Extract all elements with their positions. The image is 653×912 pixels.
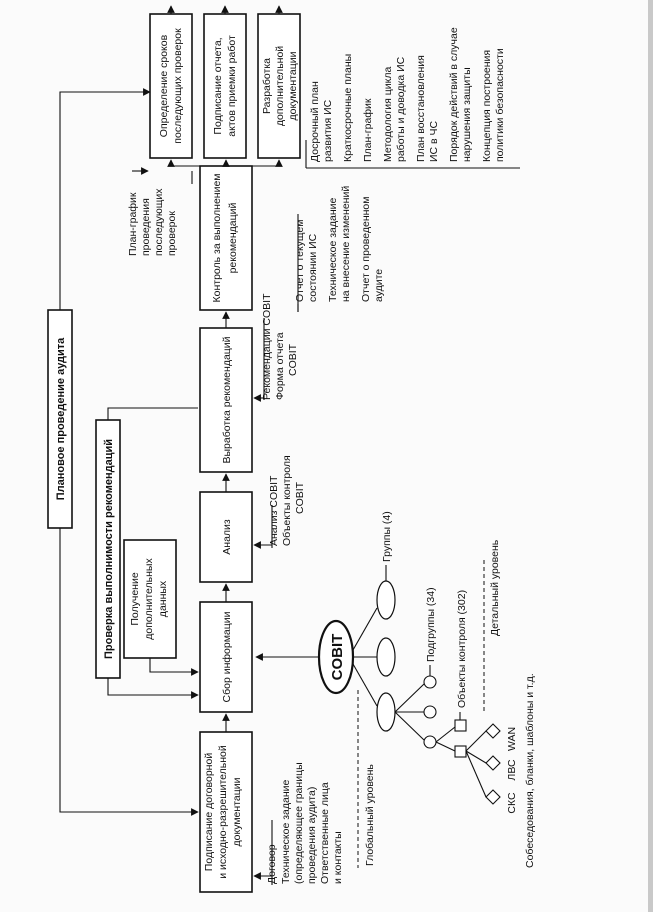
planned-audit-title: Плановое проведение аудита (55, 337, 67, 500)
report-box (203, 13, 247, 159)
signing-input-1: Договор (266, 844, 278, 884)
signing-box (199, 731, 253, 893)
subgroup-circle-1 (423, 675, 437, 689)
extra-doc-8: ИС в ЧС (428, 120, 440, 162)
detail-diamond-2 (485, 755, 501, 771)
groups-label: Группы (4) (381, 511, 393, 562)
signing-input-3: (определяющее границы (293, 762, 305, 884)
schedule-input-1: План-график (127, 192, 139, 256)
control-input-5: Отчет о проведенном (360, 197, 372, 302)
signing-line-2: и исходно-разрешительной (217, 745, 229, 879)
control-input-1: Отчет о текущем (294, 220, 306, 303)
subgroup-circle-3 (423, 735, 437, 749)
analysis-input-2: Объекты контроля (281, 455, 293, 546)
extra-doc-1: Досрочный план (309, 81, 321, 162)
signing-line-3: документации (231, 777, 243, 846)
subgroup-circle-2 (423, 705, 437, 719)
group-ellipse-3 (376, 692, 396, 732)
signing-input-4: проведения аудита) (306, 787, 318, 884)
interviews-label: Собеседования, бланки, шаблоны и т.д. (524, 673, 536, 868)
extra-doc-5: Методология цикла (382, 67, 394, 162)
subgroups-label: Подгруппы (34) (425, 587, 437, 662)
detail-level-label: Детальный уровень (489, 539, 501, 636)
control-input-2: состоянии ИС (307, 233, 319, 302)
planned-audit-box (47, 309, 73, 529)
check-recommendations-box (95, 419, 121, 679)
detail-diamond-1 (485, 723, 501, 739)
cobit-hierarchy: COBIT Группы (4) Подгруппы (34) Объекты … (317, 511, 536, 868)
control-line-1: Контроль за выполнением (211, 173, 223, 302)
collect-info-label: Сбор информации (221, 611, 233, 702)
schedule-input-2: проведения (140, 198, 152, 256)
signing-line-1: Подписание договорной (203, 753, 215, 872)
control-input-6: аудите (373, 269, 385, 302)
analysis-input-1: Анализ COBIT (268, 475, 280, 546)
deadlines-line-2: последующих проверок (172, 28, 184, 144)
report-line-1: Подписание отчета, (212, 37, 224, 134)
control-box (199, 165, 253, 311)
extra-doc-9: Порядок действий в случае (448, 27, 460, 162)
lvs-label: ЛВС (506, 759, 518, 781)
extra-doc-4: План-график (362, 98, 374, 162)
signing-inputs: Договор Техническое задание (определяюще… (266, 762, 344, 885)
extra-docs-box (257, 13, 301, 159)
control-inputs: Отчет о текущем состоянии ИС Техническое… (294, 186, 385, 312)
extra-docs-line-1: Разработка (261, 58, 273, 114)
object-square-1 (454, 719, 467, 732)
deadlines-line-1: Определение сроков (158, 34, 170, 137)
signing-input-5: Ответственные лица (319, 782, 331, 884)
extra-doc-6: работы и доводка ИС (395, 56, 407, 162)
extra-doc-11: Концепция построения (481, 50, 493, 162)
develop-inputs: Рекомендации COBIT Форма отчета COBIT (261, 293, 299, 400)
extra-docs-line-2: дополнительной (274, 46, 286, 126)
schedule-input-3: последующих (153, 188, 165, 256)
flow-arrows (59, 5, 318, 880)
control-input-3: Техническое задание (327, 198, 339, 302)
extra-doc-7: План восстановления (415, 55, 427, 162)
group-ellipse-1 (376, 580, 396, 620)
signing-input-6: и контакты (332, 831, 344, 884)
global-level-label: Глобальный уровень (364, 764, 376, 866)
develop-input-2: Форма отчета (274, 332, 286, 400)
analysis-label: Анализ (221, 519, 233, 555)
report-line-2: актов приемки работ (226, 35, 238, 137)
schedule-inputs: План-график проведения последующих прове… (127, 167, 178, 256)
extra-docs-line-3: документации (287, 51, 299, 120)
skc-label: СКС (506, 792, 518, 814)
control-line-2: рекомендаций (227, 202, 239, 273)
get-data-line-2: дополнительных (143, 558, 155, 640)
extra-doc-10: нарушения защиты (461, 67, 473, 162)
wan-label: WAN (506, 727, 518, 751)
deadlines-box (149, 13, 193, 159)
detail-diamond-3 (485, 789, 501, 805)
develop-label: Выработка рекомендаций (221, 336, 233, 463)
extra-docs-inputs: Досрочный план развития ИС Краткосрочные… (305, 27, 520, 169)
objects-label: Объекты контроля (302) (456, 590, 468, 708)
object-square-2 (454, 745, 467, 758)
extra-doc-2: развития ИС (322, 99, 334, 162)
check-recommendations-title: Проверка выполнимости рекомендаций (103, 439, 115, 659)
analysis-inputs: Анализ COBIT Объекты контроля COBIT (268, 455, 306, 548)
extra-doc-12: политики безопасности (494, 48, 506, 162)
extra-doc-3: Краткосрочные планы (342, 54, 354, 162)
develop-input-1: Рекомендации COBIT (261, 293, 273, 400)
page-edge (648, 0, 653, 912)
cobit-label: COBIT (329, 634, 346, 681)
get-data-line-3: данных (157, 580, 169, 617)
control-input-4: на внесение изменений (340, 186, 352, 302)
develop-input-3: COBIT (287, 343, 299, 376)
develop-box (199, 327, 253, 473)
get-data-line-1: Получение (129, 572, 141, 626)
analysis-input-3: COBIT (294, 481, 306, 514)
schedule-input-4: проверок (166, 211, 178, 256)
group-ellipse-2 (376, 637, 396, 677)
signing-input-2: Техническое задание (280, 780, 292, 884)
